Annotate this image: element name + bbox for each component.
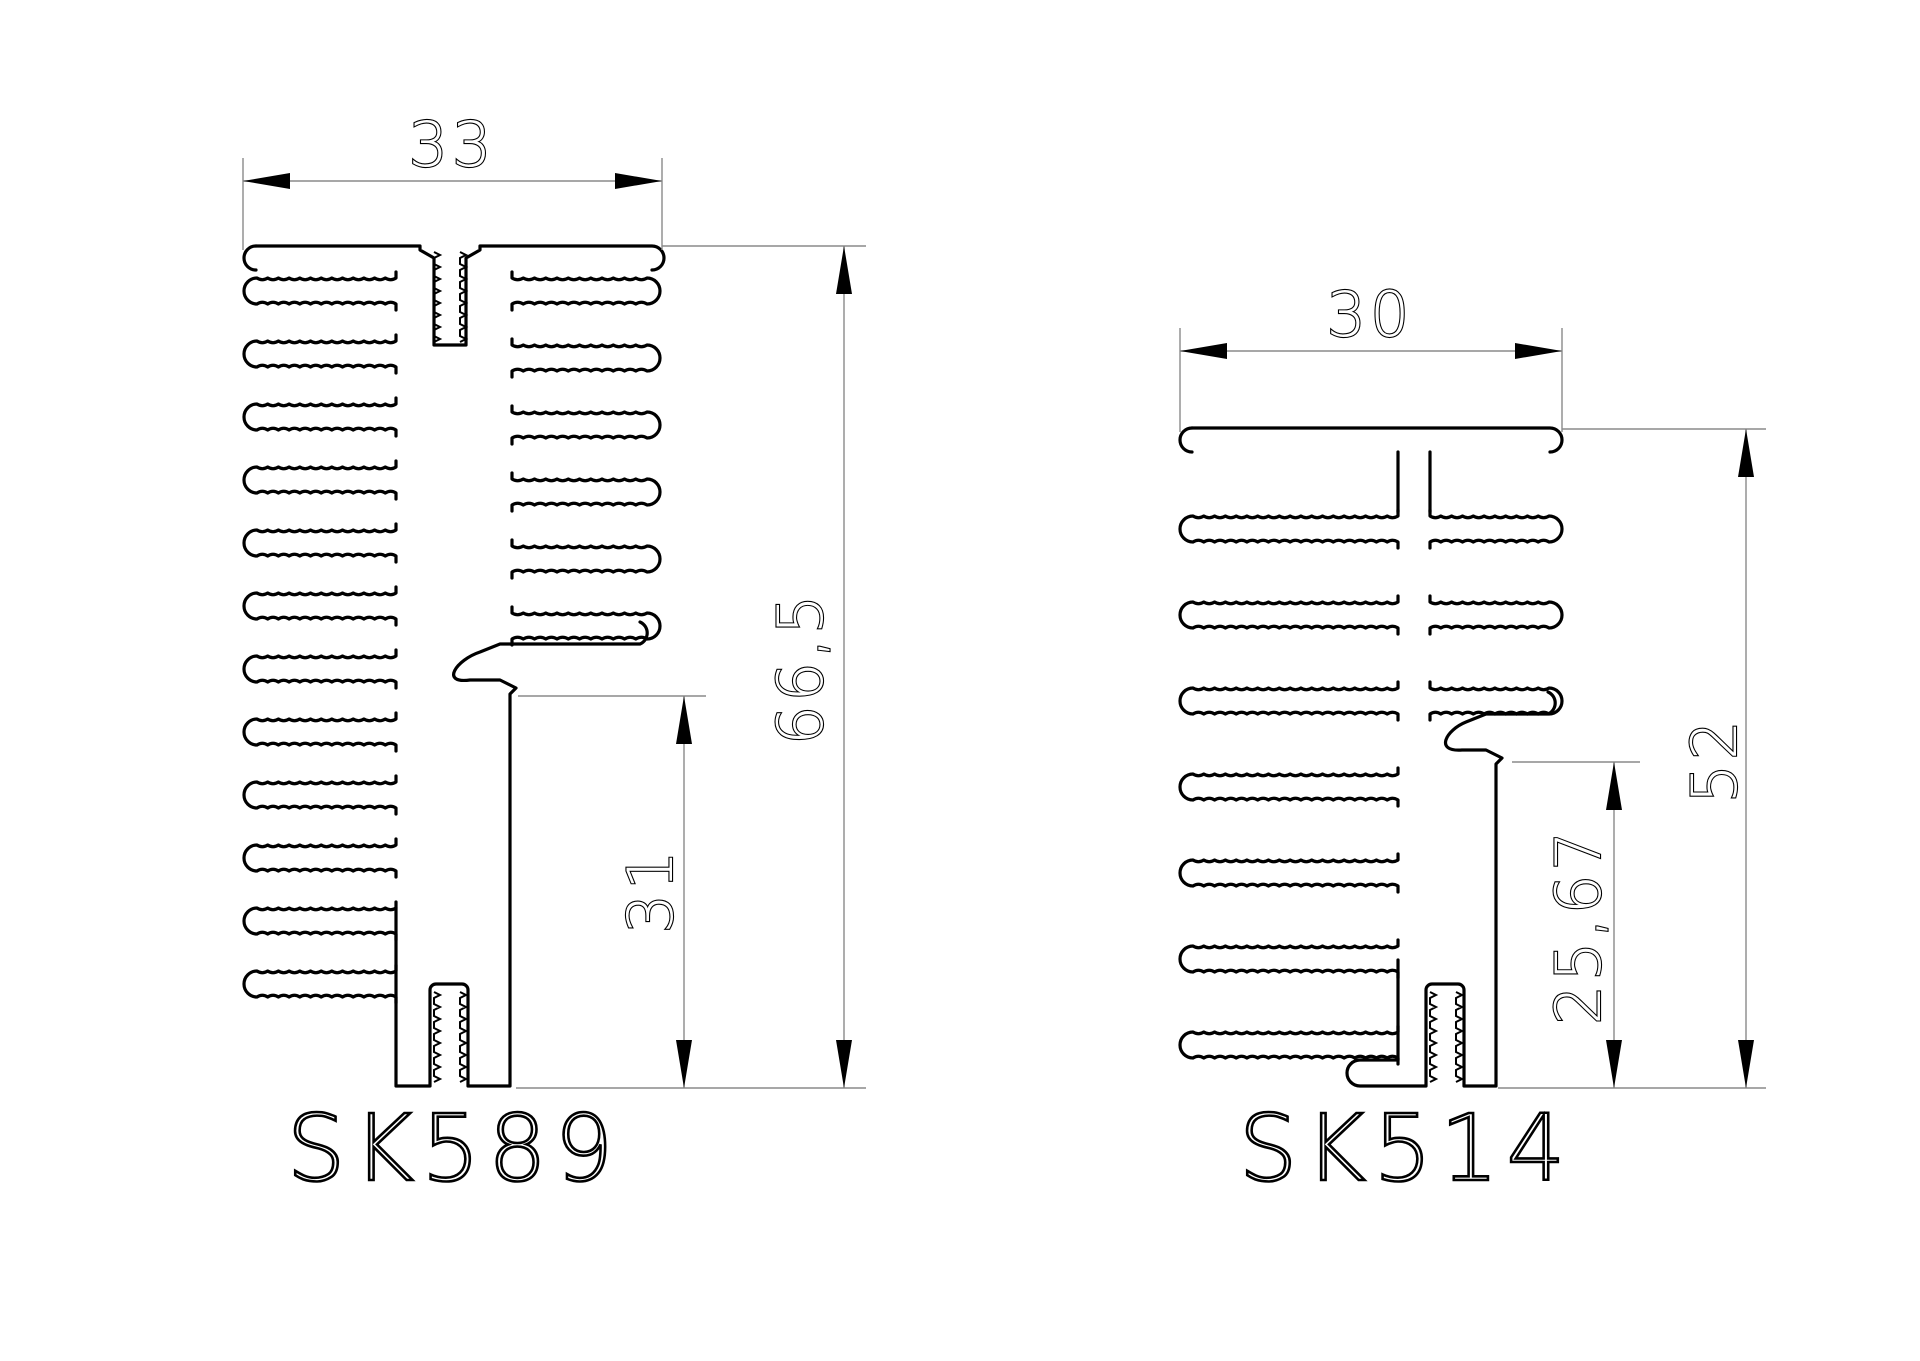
- arrowhead-up: [676, 696, 692, 744]
- sk589-left-fin: [242, 333, 398, 375]
- sk514-top-plate-left-end: [1178, 426, 1194, 454]
- sk514-left-fin: [1178, 766, 1400, 808]
- sk514-bottom-thread: [1455, 991, 1465, 1083]
- sk589-right-fin: [510, 270, 662, 312]
- sk589-lower-label: 31: [614, 847, 687, 934]
- sk589-top-plate: [254, 244, 666, 347]
- sk589-left-fin: [242, 774, 398, 816]
- sk514-lower-body: [1345, 690, 1557, 1088]
- sk514-width-dimension: 30: [1179, 277, 1563, 432]
- sk514-body-outline: [1178, 426, 1564, 1088]
- sk589-top-thread: [459, 251, 469, 343]
- sk514-stem: [1396, 450, 1432, 514]
- sk514-top-plate: [1190, 426, 1564, 454]
- sk589-right-fin: [510, 471, 662, 513]
- sk589-part-label: SK589: [287, 1095, 621, 1202]
- sk514-height-dimension: 52: [1498, 428, 1766, 1089]
- sk589-top-plate-left-end: [242, 244, 258, 272]
- sk589-body-outline: [242, 244, 666, 1088]
- sk589-height-dimension: 66,5: [516, 245, 866, 1089]
- sk514-lower-label: 25,67: [1542, 827, 1615, 1025]
- arrowhead-right: [615, 173, 662, 189]
- sk514-right-fin: [1428, 680, 1564, 722]
- sk514-width-label: 30: [1327, 278, 1414, 351]
- sk589-left-fin: [242, 648, 398, 690]
- heatsink-profile-sk514: [1178, 426, 1564, 1088]
- sk514-height-label: 52: [1678, 717, 1751, 804]
- sk589-width-dimension: 33: [242, 107, 663, 250]
- sk589-bottom-thread: [433, 991, 443, 1083]
- arrowhead-down: [836, 1040, 852, 1088]
- arrowhead-left: [243, 173, 290, 189]
- sk589-left-fin: [242, 585, 398, 627]
- sk514-left-fin: [1178, 852, 1400, 894]
- sk589-fins: [242, 270, 662, 1005]
- sk514-fins: [1178, 508, 1564, 1066]
- sk589-right-fin: [510, 538, 662, 580]
- arrowhead-down: [1606, 1040, 1622, 1088]
- arrowhead-down: [676, 1040, 692, 1088]
- sk589-left-fin: [242, 396, 398, 438]
- sk589-lower-dimension: 31: [518, 695, 706, 1088]
- arrowhead-left: [1180, 343, 1227, 359]
- sk589-right-fin: [510, 605, 662, 647]
- sk589-left-fin: [242, 900, 398, 942]
- sk589-height-label: 66,5: [764, 591, 837, 745]
- sk514-lower-dimension: 25,67: [1512, 761, 1640, 1088]
- arrowhead-right: [1515, 343, 1562, 359]
- sk514-left-fin: [1178, 1024, 1400, 1066]
- sk589-bottom-thread: [459, 991, 469, 1083]
- heatsink-profile-sk589: [242, 244, 666, 1088]
- arrowhead-up: [836, 246, 852, 294]
- sk514-part-label: SK514: [1239, 1095, 1573, 1202]
- sk589-left-fin: [242, 270, 398, 312]
- sk514-left-fin: [1178, 508, 1400, 550]
- arrowhead-up: [1738, 429, 1754, 477]
- sk589-left-fin: [242, 522, 398, 564]
- sk589-right-fin: [510, 404, 662, 446]
- sk514-left-fin: [1178, 594, 1400, 636]
- arrowhead-down: [1738, 1040, 1754, 1088]
- sk514-right-fin: [1428, 594, 1564, 636]
- sk589-left-fin: [242, 963, 398, 1005]
- sk514-right-fin: [1428, 508, 1564, 550]
- sk589-width-label: 33: [409, 108, 496, 181]
- sk514-left-fin: [1178, 938, 1400, 980]
- sk589-right-fin: [510, 337, 662, 379]
- sk589-left-fin: [242, 711, 398, 753]
- sk514-left-fin: [1178, 680, 1400, 722]
- sk589-left-fin: [242, 837, 398, 879]
- sk514-bottom-thread: [1429, 991, 1439, 1083]
- sk589-top-thread: [433, 251, 443, 343]
- sk589-lower-body: [394, 620, 649, 1088]
- arrowhead-up: [1606, 762, 1622, 810]
- sk589-left-fin: [242, 459, 398, 501]
